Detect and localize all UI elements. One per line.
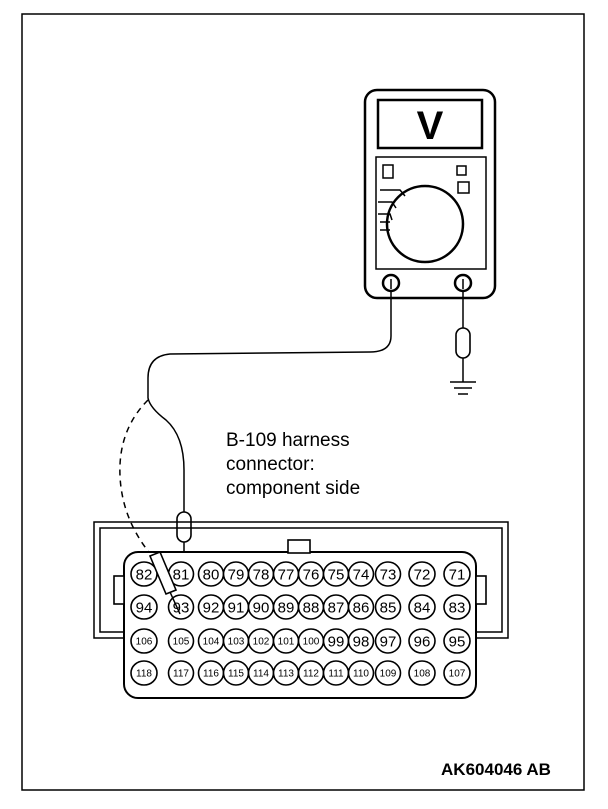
pin-label-94: 94 <box>136 600 153 617</box>
pin-label-73: 73 <box>380 567 397 584</box>
pin-label-95: 95 <box>449 634 466 651</box>
pin-label-71: 71 <box>449 567 466 584</box>
pin-105 <box>167 628 195 654</box>
pin-label-112: 112 <box>303 669 319 680</box>
multimeter: V <box>363 88 497 300</box>
pin-84 <box>408 594 436 620</box>
pin-label-110: 110 <box>353 669 369 680</box>
pin-label-118: 118 <box>136 669 152 680</box>
pin-label-103: 103 <box>228 637 245 648</box>
pin-71 <box>443 561 471 587</box>
meter-display <box>376 98 484 150</box>
pin-label-82: 82 <box>136 567 153 584</box>
pin-label-100: 100 <box>303 637 320 648</box>
pin-85 <box>374 594 402 620</box>
pin-grid: 82 81 80 79 78 77 76 75 74 73 72 71 94 93 92 91 90 89 88 87… <box>130 561 471 686</box>
pin-96 <box>408 628 436 654</box>
back-probe-icon <box>148 550 178 596</box>
pin-118 <box>130 660 158 686</box>
pin-107 <box>443 660 471 686</box>
pin-label-85: 85 <box>380 600 397 617</box>
pin-label-81: 81 <box>173 567 190 584</box>
pin-97 <box>374 628 402 654</box>
pin-label-113: 113 <box>278 669 294 680</box>
pin-label-115: 115 <box>228 669 244 680</box>
pin-117 <box>167 660 195 686</box>
pin-73 <box>374 561 402 587</box>
meter-dial <box>385 184 465 264</box>
pin-98 <box>347 628 375 654</box>
pin-label-99: 99 <box>328 634 345 651</box>
pin-label-104: 104 <box>203 637 220 648</box>
pin-label-101: 101 <box>278 637 295 648</box>
pin-label-107: 107 <box>449 669 466 680</box>
pin-label-78: 78 <box>253 567 270 584</box>
pin-label-114: 114 <box>253 669 269 680</box>
caption-line-2: connector: <box>226 454 315 475</box>
pin-83 <box>443 594 471 620</box>
pin-label-87: 87 <box>328 600 345 617</box>
pin-label-75: 75 <box>328 567 345 584</box>
indicator-square-icon <box>456 165 467 176</box>
pin-label-97: 97 <box>380 634 397 651</box>
pin-label-83: 83 <box>449 600 466 617</box>
pin-label-109: 109 <box>380 669 397 680</box>
pin-label-74: 74 <box>353 567 370 584</box>
pin-label-105: 105 <box>173 637 190 648</box>
harness-connector: 82 81 80 79 78 77 76 75 74 73 72 71 94 93 92 91 90 89 88 87… <box>93 521 509 699</box>
pin-label-98: 98 <box>353 634 370 651</box>
pin-label-86: 86 <box>353 600 370 617</box>
figure-code: AK604046 AB <box>441 760 551 779</box>
pin-label-84: 84 <box>414 600 431 617</box>
meter-dial-panel <box>375 156 487 270</box>
connector-guide-left <box>113 575 125 605</box>
pin-108 <box>408 660 436 686</box>
range-switch-icon <box>382 164 394 179</box>
meter-body <box>363 88 497 300</box>
pin-label-77: 77 <box>278 567 295 584</box>
caption-line-1: B-109 harness <box>226 430 350 451</box>
pin-label-96: 96 <box>414 634 431 651</box>
pin-110 <box>347 660 375 686</box>
pin-label-92: 92 <box>203 600 220 617</box>
caption-line-3: component side <box>226 478 360 499</box>
pin-label-88: 88 <box>303 600 320 617</box>
pin-label-79: 79 <box>228 567 245 584</box>
test-lead-wire <box>147 291 392 560</box>
pin-label-93: 93 <box>173 600 190 617</box>
pin-94 <box>130 594 158 620</box>
pin-label-106: 106 <box>136 637 153 648</box>
figure-frame <box>21 13 585 791</box>
pin-106 <box>130 628 158 654</box>
connector-latch <box>287 539 311 554</box>
connector-guide-right <box>475 575 487 605</box>
alternate-lead-route-dashed <box>119 399 153 557</box>
pin-label-89: 89 <box>278 600 295 617</box>
pin-74 <box>347 561 375 587</box>
pin-95 <box>443 628 471 654</box>
pin-label-91: 91 <box>228 600 245 617</box>
probe-tip-icon <box>176 511 192 543</box>
pin-label-80: 80 <box>203 567 220 584</box>
pin-label-72: 72 <box>414 567 431 584</box>
pin-label-108: 108 <box>414 669 431 680</box>
pin-72 <box>408 561 436 587</box>
pin-label-76: 76 <box>303 567 320 584</box>
ground-symbol-icon <box>450 381 476 395</box>
pin-86 <box>347 594 375 620</box>
range-ticks <box>378 189 406 231</box>
pin-109 <box>374 660 402 686</box>
voltage-symbol: V <box>417 104 444 148</box>
ground-probe-icon <box>455 327 471 359</box>
pin-label-111: 111 <box>328 669 344 680</box>
indicator-square-icon <box>457 181 470 194</box>
pin-label-117: 117 <box>173 669 189 680</box>
pin-label-116: 116 <box>203 669 219 680</box>
pin-label-90: 90 <box>253 600 270 617</box>
pin-label-102: 102 <box>253 637 270 648</box>
